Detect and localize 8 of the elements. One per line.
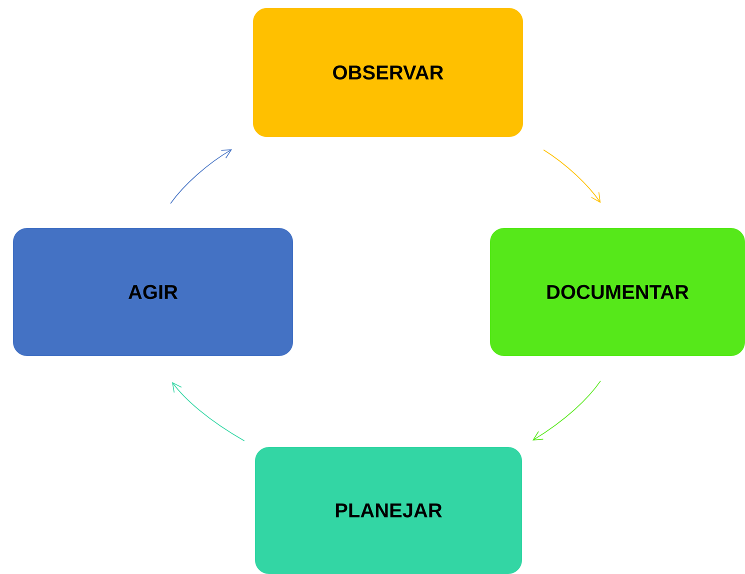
arrow bbox=[543, 149, 601, 203]
arrow bbox=[172, 382, 245, 442]
arrow bbox=[170, 149, 232, 204]
process-box: OBSERVAR bbox=[253, 8, 523, 137]
process-box: DOCUMENTAR bbox=[490, 228, 745, 356]
process-box: AGIR bbox=[13, 228, 293, 356]
process-box: PLANEJAR bbox=[255, 447, 522, 574]
arrow bbox=[532, 380, 601, 441]
